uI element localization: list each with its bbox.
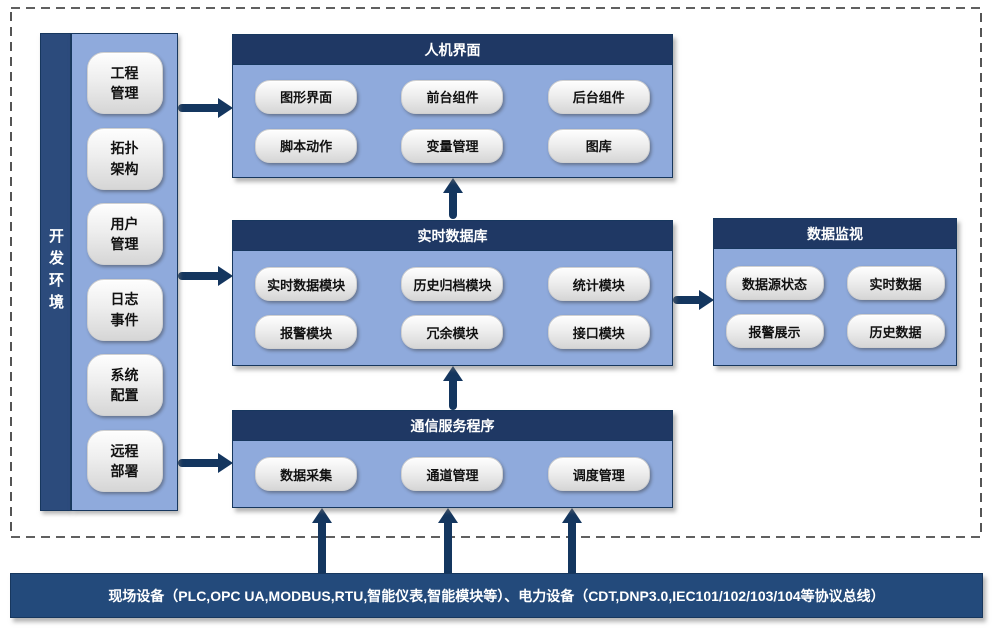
module-alarm-display: 报警展示 <box>725 314 824 348</box>
panel-comm-title: 通信服务程序 <box>233 411 672 441</box>
env-item-project-management: 工程 管理 <box>86 52 163 114</box>
module-redundancy: 冗余模块 <box>401 315 504 349</box>
field-device-bus-label: 现场设备（PLC,OPC UA,MODBUS,RTU,智能仪表,智能模块等）、电… <box>108 587 885 604</box>
field-device-bus: 现场设备（PLC,OPC UA,MODBUS,RTU,智能仪表,智能模块等）、电… <box>10 573 983 618</box>
panel-rtdb-title: 实时数据库 <box>233 221 672 251</box>
module-channel-management: 通道管理 <box>401 457 504 491</box>
module-backend-components: 后台组件 <box>547 79 650 114</box>
module-graphic-ui: 图形界面 <box>255 79 358 114</box>
env-item-log-events: 日志 事件 <box>86 278 163 341</box>
panel-comm: 通信服务程序 数据采集 通道管理 调度管理 <box>232 410 673 508</box>
module-alarm: 报警模块 <box>255 315 358 349</box>
module-realtime-view: 实时数据 <box>846 266 945 300</box>
env-item-user-management: 用户 管理 <box>86 203 163 266</box>
panel-hmi: 人机界面 图形界面 前台组件 后台组件 脚本动作 变量管理 图库 <box>232 34 673 178</box>
dev-env-strip: 开发环境 <box>40 33 71 511</box>
env-item-topology: 拓扑 架构 <box>86 127 163 190</box>
module-interface: 接口模块 <box>547 315 650 349</box>
env-item-system-config: 系统 配置 <box>86 354 163 417</box>
module-history-view: 历史数据 <box>846 314 945 348</box>
module-script-actions: 脚本动作 <box>255 128 358 163</box>
module-data-acquisition: 数据采集 <box>255 457 358 491</box>
panel-rtdb: 实时数据库 实时数据模块 历史归档模块 统计模块 报警模块 冗余模块 接口模块 <box>232 220 673 366</box>
panel-comm-body: 数据采集 通道管理 调度管理 <box>233 441 672 507</box>
module-variable-management: 变量管理 <box>401 128 504 163</box>
dev-env-label: 开发环境 <box>47 228 64 316</box>
module-frontend-components: 前台组件 <box>401 79 504 114</box>
panel-monitor-body: 数据源状态 实时数据 报警展示 历史数据 <box>714 249 956 365</box>
env-item-remote-deploy: 远程 部署 <box>86 429 163 492</box>
module-realtime-data: 实时数据模块 <box>255 267 358 301</box>
module-history-archive: 历史归档模块 <box>401 267 504 301</box>
module-gallery: 图库 <box>547 128 650 163</box>
module-statistics: 统计模块 <box>547 267 650 301</box>
panel-hmi-title: 人机界面 <box>233 35 672 65</box>
module-datasource-status: 数据源状态 <box>725 266 824 300</box>
panel-monitor-title: 数据监视 <box>714 219 956 249</box>
panel-monitor: 数据监视 数据源状态 实时数据 报警展示 历史数据 <box>713 218 957 366</box>
panel-hmi-body: 图形界面 前台组件 后台组件 脚本动作 变量管理 图库 <box>233 65 672 177</box>
module-dispatch-management: 调度管理 <box>547 457 650 491</box>
dev-env-column: 工程 管理 拓扑 架构 用户 管理 日志 事件 系统 配置 远程 部署 <box>71 33 178 511</box>
panel-rtdb-body: 实时数据模块 历史归档模块 统计模块 报警模块 冗余模块 接口模块 <box>233 251 672 365</box>
